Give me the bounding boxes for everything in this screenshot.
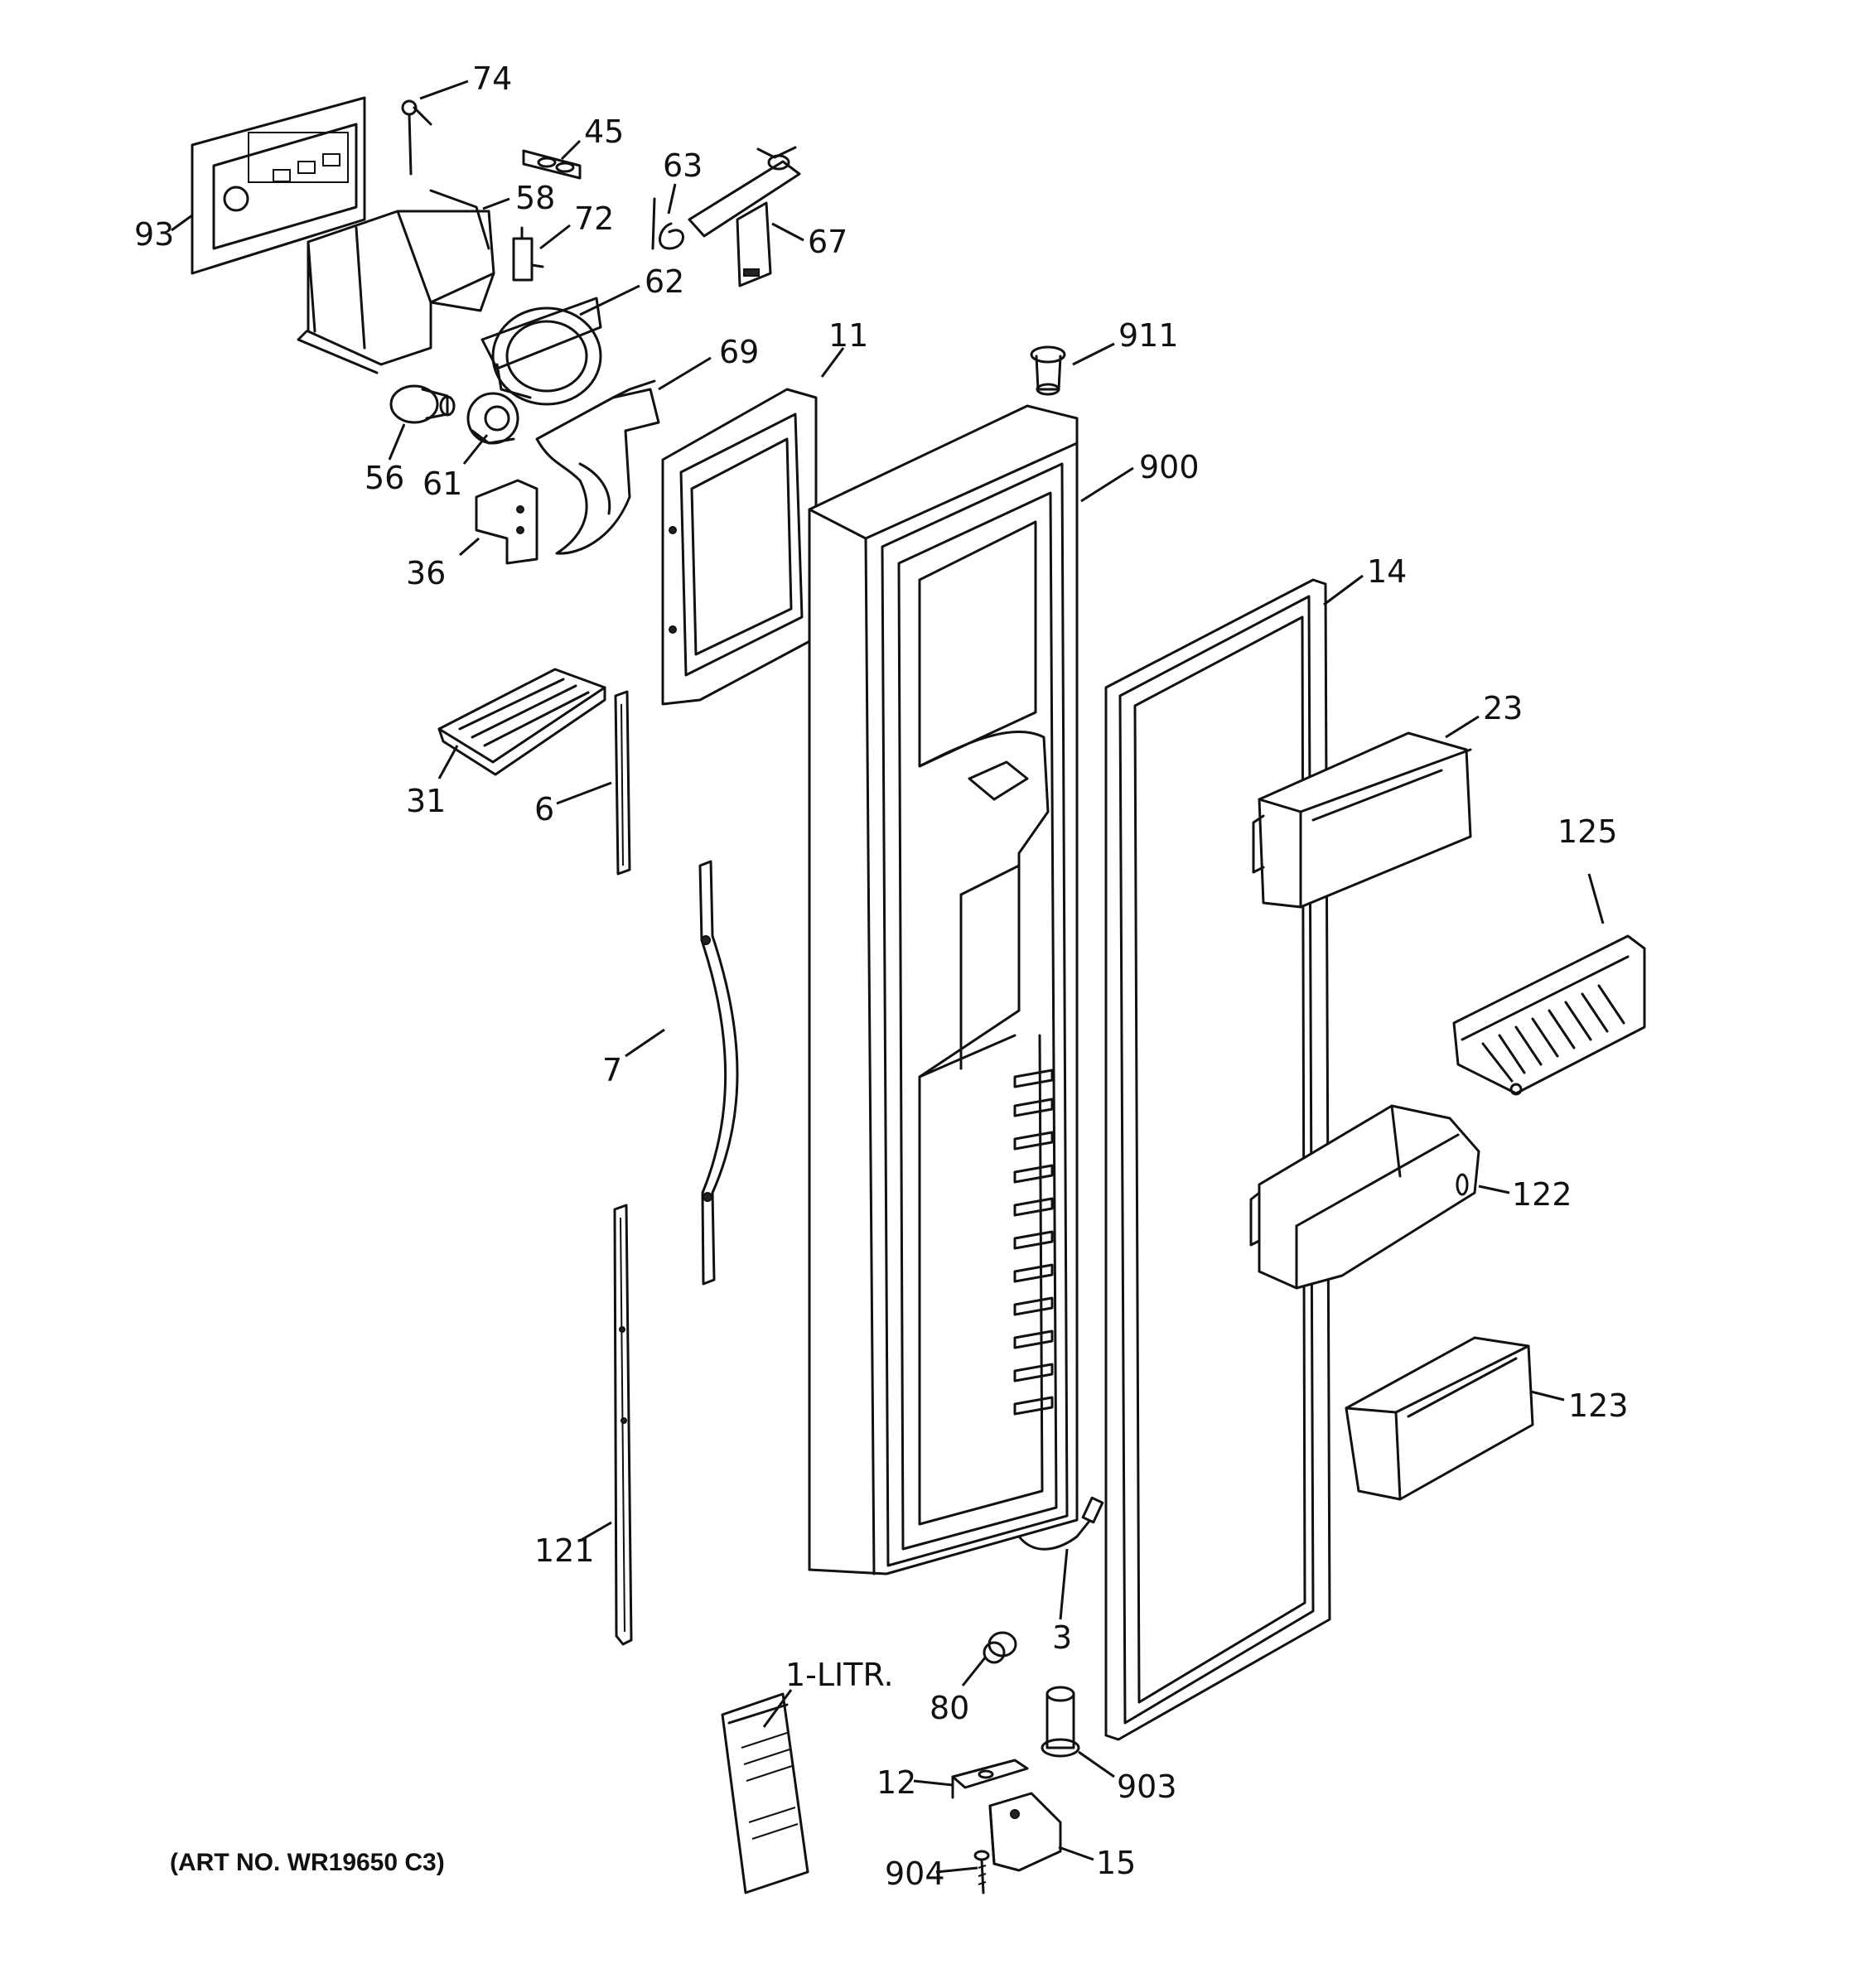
part-11-recess-frame — [661, 388, 818, 706]
callout-36: 36 — [406, 555, 446, 591]
callout-11: 11 — [828, 317, 868, 354]
part-125-basket — [1452, 934, 1646, 1096]
callout-15: 15 — [1096, 1845, 1136, 1881]
callout-6: 6 — [534, 791, 554, 828]
part-122-door-bin — [1249, 1104, 1480, 1290]
part-121-trim-strip — [613, 1204, 633, 1646]
part-61-knob — [466, 392, 519, 445]
part-123-door-bin — [1345, 1336, 1534, 1501]
part-72-switch — [512, 226, 544, 282]
callout-67: 67 — [808, 224, 847, 260]
part-12-hinge-plate — [951, 1759, 1029, 1799]
callout-80: 80 — [930, 1690, 969, 1726]
callout-72: 72 — [574, 200, 614, 237]
callout-31: 31 — [406, 783, 446, 819]
callout-23: 23 — [1483, 690, 1523, 726]
callout-62: 62 — [645, 263, 684, 300]
art-number: (ART NO. WR19650 C3) — [170, 1849, 445, 1876]
part-69-funnel — [535, 379, 660, 555]
callout-900: 900 — [1139, 449, 1200, 485]
callout-58: 58 — [515, 180, 555, 216]
callout-74: 74 — [472, 60, 512, 97]
callout-123: 123 — [1568, 1387, 1629, 1424]
callout-903: 903 — [1117, 1768, 1177, 1805]
part-904-screw — [973, 1850, 990, 1894]
part-74-wire — [401, 99, 432, 176]
callout-56: 56 — [365, 460, 404, 496]
part-58-housing — [297, 189, 495, 374]
part-31-grille — [437, 668, 606, 776]
callout-12: 12 — [876, 1764, 916, 1801]
part-900-door — [808, 404, 1079, 1575]
part-7-handle — [698, 860, 739, 1286]
callout-7: 7 — [602, 1052, 622, 1088]
part-23-door-bin — [1252, 731, 1472, 909]
callout-93: 93 — [134, 216, 174, 253]
callout-1-litr: 1-LITR. — [785, 1657, 894, 1693]
part-80-plug — [983, 1631, 1017, 1664]
part-93-control-board — [191, 96, 366, 275]
part-911-bushing — [1030, 345, 1066, 396]
part-3-harness — [1017, 1496, 1104, 1551]
callout-45: 45 — [584, 113, 624, 150]
part-67-bracket — [688, 146, 801, 287]
part-56-motor — [389, 384, 456, 424]
callout-3: 3 — [1052, 1619, 1072, 1656]
callout-69: 69 — [719, 334, 759, 370]
callout-63: 63 — [663, 147, 703, 184]
part-6-trim-strip — [614, 690, 631, 876]
part-63-spring — [651, 197, 684, 250]
part-903-bushing — [1041, 1686, 1080, 1758]
part-14-gasket — [1104, 578, 1331, 1741]
callout-121: 121 — [534, 1532, 595, 1569]
part-36-bracket — [475, 479, 538, 565]
callout-labels: 74 45 63 93 58 72 67 62 11 911 69 56 61 … — [134, 60, 1629, 1892]
part-15-hinge — [988, 1792, 1062, 1872]
callout-125: 125 — [1557, 813, 1618, 850]
part-45-bracket — [522, 149, 582, 180]
part-62-ring — [480, 297, 602, 406]
callout-14: 14 — [1367, 553, 1407, 590]
callout-61: 61 — [423, 466, 462, 502]
callout-911: 911 — [1118, 317, 1179, 354]
leader-lines — [171, 80, 1605, 1874]
callout-122: 122 — [1512, 1176, 1572, 1213]
door-shelf-clips — [1013, 1069, 1054, 1416]
callout-904: 904 — [885, 1855, 945, 1892]
